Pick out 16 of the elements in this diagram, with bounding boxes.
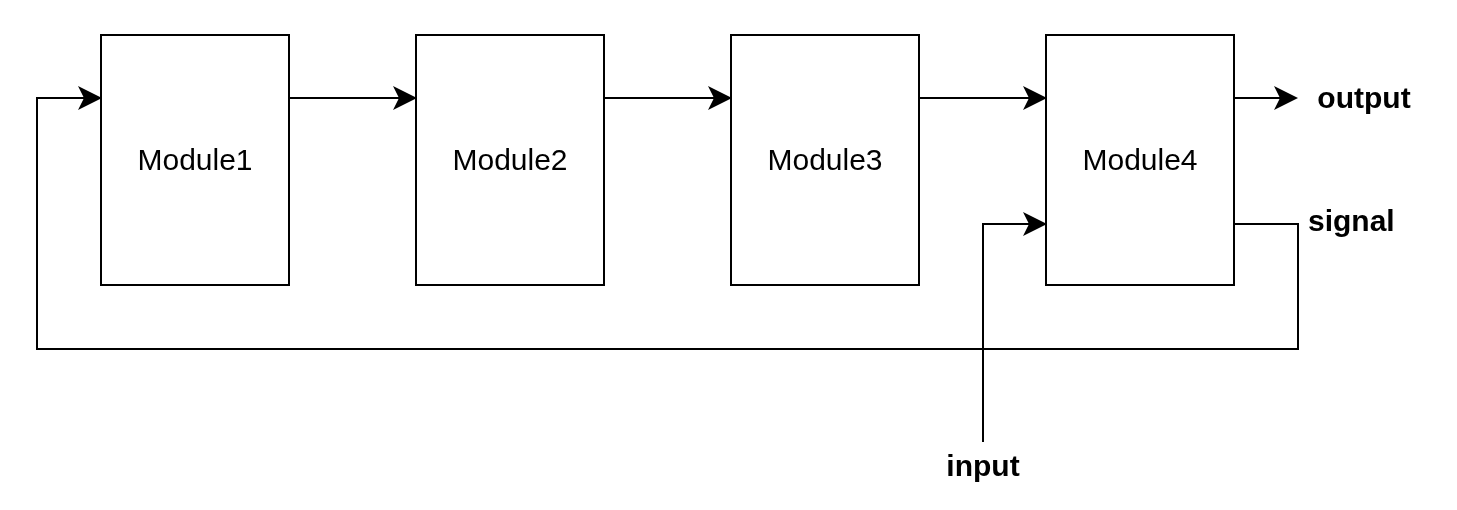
box-label: Module1 (137, 143, 253, 177)
arrow (982, 212, 1047, 443)
arrow (289, 86, 417, 110)
box-label: Module3 (767, 143, 883, 177)
signal-label: output (1317, 81, 1411, 115)
process-box (1045, 34, 1235, 286)
arrow (36, 86, 1299, 350)
process-box (730, 34, 920, 286)
process-box (100, 34, 290, 286)
box-label: Module2 (452, 143, 568, 177)
signal-label: input (946, 449, 1020, 483)
process-box (415, 34, 605, 286)
arrow (1234, 86, 1298, 110)
arrow (604, 86, 732, 110)
box-label: Module4 (1082, 143, 1198, 177)
arrow (919, 86, 1047, 110)
